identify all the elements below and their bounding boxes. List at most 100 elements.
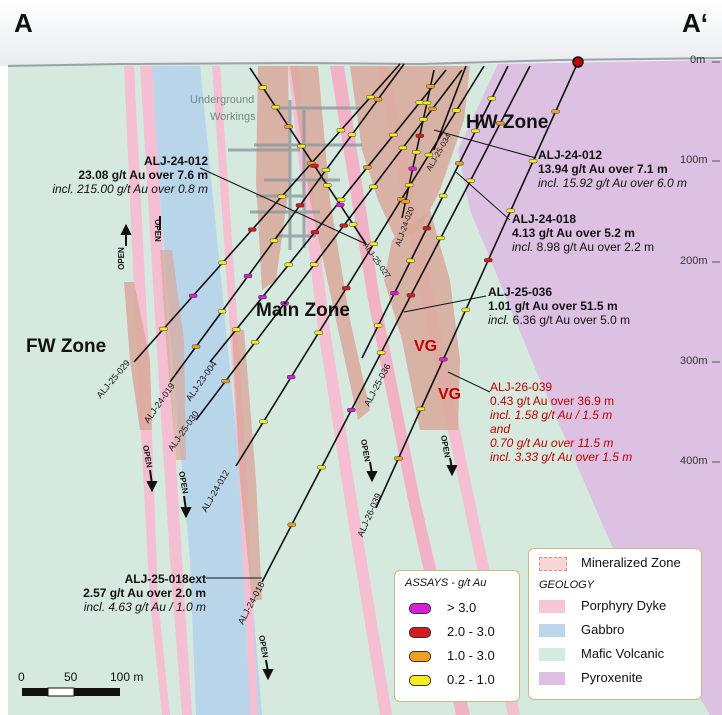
assay-intercept <box>287 522 297 527</box>
assay-intercept <box>428 106 437 111</box>
assay-intercept <box>188 293 198 298</box>
callout-title: ALJ-25-018ext <box>124 572 206 586</box>
callout-alj-24-012-hw: ALJ-24-012 13.94 g/t Au over 7.1 m incl.… <box>538 148 687 190</box>
open-arrows <box>120 216 458 681</box>
mineralized-zone-label: Mineralized Zone <box>581 555 681 570</box>
assay-range-label: > 3.0 <box>447 600 477 615</box>
callout-line: incl. 8.98 g/t Au over 2.2 m <box>512 240 655 254</box>
callout-title: ALJ-24-012 <box>143 154 208 168</box>
geology-swatch <box>539 600 565 613</box>
mineralized-zone <box>160 250 186 460</box>
scale-label: 50 <box>64 670 78 684</box>
geology-swatch <box>539 624 565 637</box>
assay-intercept <box>415 100 425 105</box>
assay-intercept <box>528 159 538 164</box>
assay-intercept <box>309 262 319 267</box>
collar-039 <box>572 56 584 68</box>
assay-intercept <box>506 208 515 213</box>
assay-intercept <box>347 132 357 137</box>
assay-intercept <box>348 222 358 227</box>
callout-leaders <box>199 129 537 579</box>
assay-intercept <box>347 407 356 413</box>
assay-intercept <box>286 375 296 380</box>
vg-label: VG <box>414 338 438 355</box>
drill-hole-trace <box>209 69 447 363</box>
ground-surface <box>7 57 722 67</box>
callout-title: ALJ-26-039 <box>490 380 553 394</box>
assay-intercept <box>416 406 426 411</box>
assay-intercept <box>321 167 331 173</box>
mineralized-zone <box>350 66 470 240</box>
assay-intercept <box>159 326 168 331</box>
assay-intercept <box>335 202 345 207</box>
assay-intercept <box>483 258 493 263</box>
assay-intercept <box>271 105 281 110</box>
section-label-left: A <box>14 8 33 38</box>
assay-intercept <box>415 133 425 138</box>
assay-intercept <box>369 241 379 246</box>
assay-intercept <box>426 84 435 89</box>
assay-range-label: 0.2 - 1.0 <box>447 672 495 687</box>
callout-line: incl. 6.36 g/t Au over 5.0 m <box>488 313 631 327</box>
assay-swatch <box>409 603 431 614</box>
assay-intercept <box>217 309 227 314</box>
assay-intercepts <box>159 84 560 527</box>
callout-line: 1.01 g/t Au over 51.5 m <box>488 299 618 313</box>
open-label: OPEN <box>152 219 162 242</box>
callout-line: 23.08 g/t Au over 7.6 m <box>78 168 208 182</box>
assay-intercept <box>390 291 399 296</box>
assay-intercept <box>231 327 241 332</box>
geology-swatch <box>539 648 565 661</box>
callout-line: 13.94 g/t Au over 7.1 m <box>538 162 668 176</box>
porphyry-dyke <box>330 66 470 715</box>
porphyry-dyke <box>212 66 258 715</box>
callout-alj-24-012-main: ALJ-24-012 23.08 g/t Au over 7.6 m incl.… <box>22 154 208 196</box>
assay-intercept <box>551 109 560 114</box>
assay-intercept <box>191 344 201 349</box>
drill-hole-trace <box>401 69 435 219</box>
assay-intercept <box>277 194 287 199</box>
assay-intercept <box>439 357 448 362</box>
assay-intercept <box>424 152 434 157</box>
gabbro-unit <box>150 66 262 715</box>
assay-intercept <box>394 456 403 461</box>
assay-intercept <box>295 203 305 208</box>
assay-intercept <box>341 286 351 291</box>
assay-intercept <box>269 238 279 243</box>
assay-swatch <box>409 675 431 686</box>
callout-line: incl. 4.63 g/t Au / 1.0 m <box>83 600 206 614</box>
geology-unit-label: Mafic Volcanic <box>581 646 665 661</box>
assay-intercept <box>317 465 326 470</box>
assay-intercept <box>401 199 410 204</box>
scale-bar <box>22 687 120 697</box>
callout-title: ALJ-24-018 <box>512 212 577 226</box>
drill-hole-trace <box>261 65 531 583</box>
assay-intercept <box>336 197 346 202</box>
callout-line: incl. 215.00 g/t Au over 0.8 m <box>52 182 208 196</box>
open-label: OPEN <box>116 247 126 270</box>
section-label-right: A‘ <box>682 8 708 38</box>
assay-swatch <box>409 627 431 638</box>
vg-label: VG <box>438 386 462 403</box>
assay-intercept <box>218 260 227 265</box>
drill-hole-trace <box>133 63 401 363</box>
assay-intercept <box>487 96 497 101</box>
porphyry-dyke <box>140 66 192 715</box>
assay-intercept <box>422 226 432 231</box>
assay-intercept <box>471 128 480 133</box>
callout-alj-25-036: ALJ-25-036 1.01 g/t Au over 51.5 m incl.… <box>488 285 630 327</box>
depth-label: 200m <box>680 255 708 267</box>
assay-intercept <box>258 85 268 90</box>
assay-intercept <box>314 330 323 335</box>
assay-intercept <box>284 262 293 267</box>
assay-intercept <box>250 340 260 345</box>
geology-unit-label: Gabbro <box>581 622 625 637</box>
callout-line: incl. 15.92 g/t Au over 6.0 m <box>538 176 687 190</box>
geology-swatch <box>539 672 565 685</box>
assay-intercept <box>419 117 428 122</box>
zone-label-fw: FW Zone <box>26 336 107 357</box>
assay-intercept <box>297 144 306 149</box>
assay-range-label: 1.0 - 3.0 <box>447 648 495 663</box>
mineralized-zone <box>384 210 460 430</box>
depth-label: 300m <box>680 355 708 367</box>
